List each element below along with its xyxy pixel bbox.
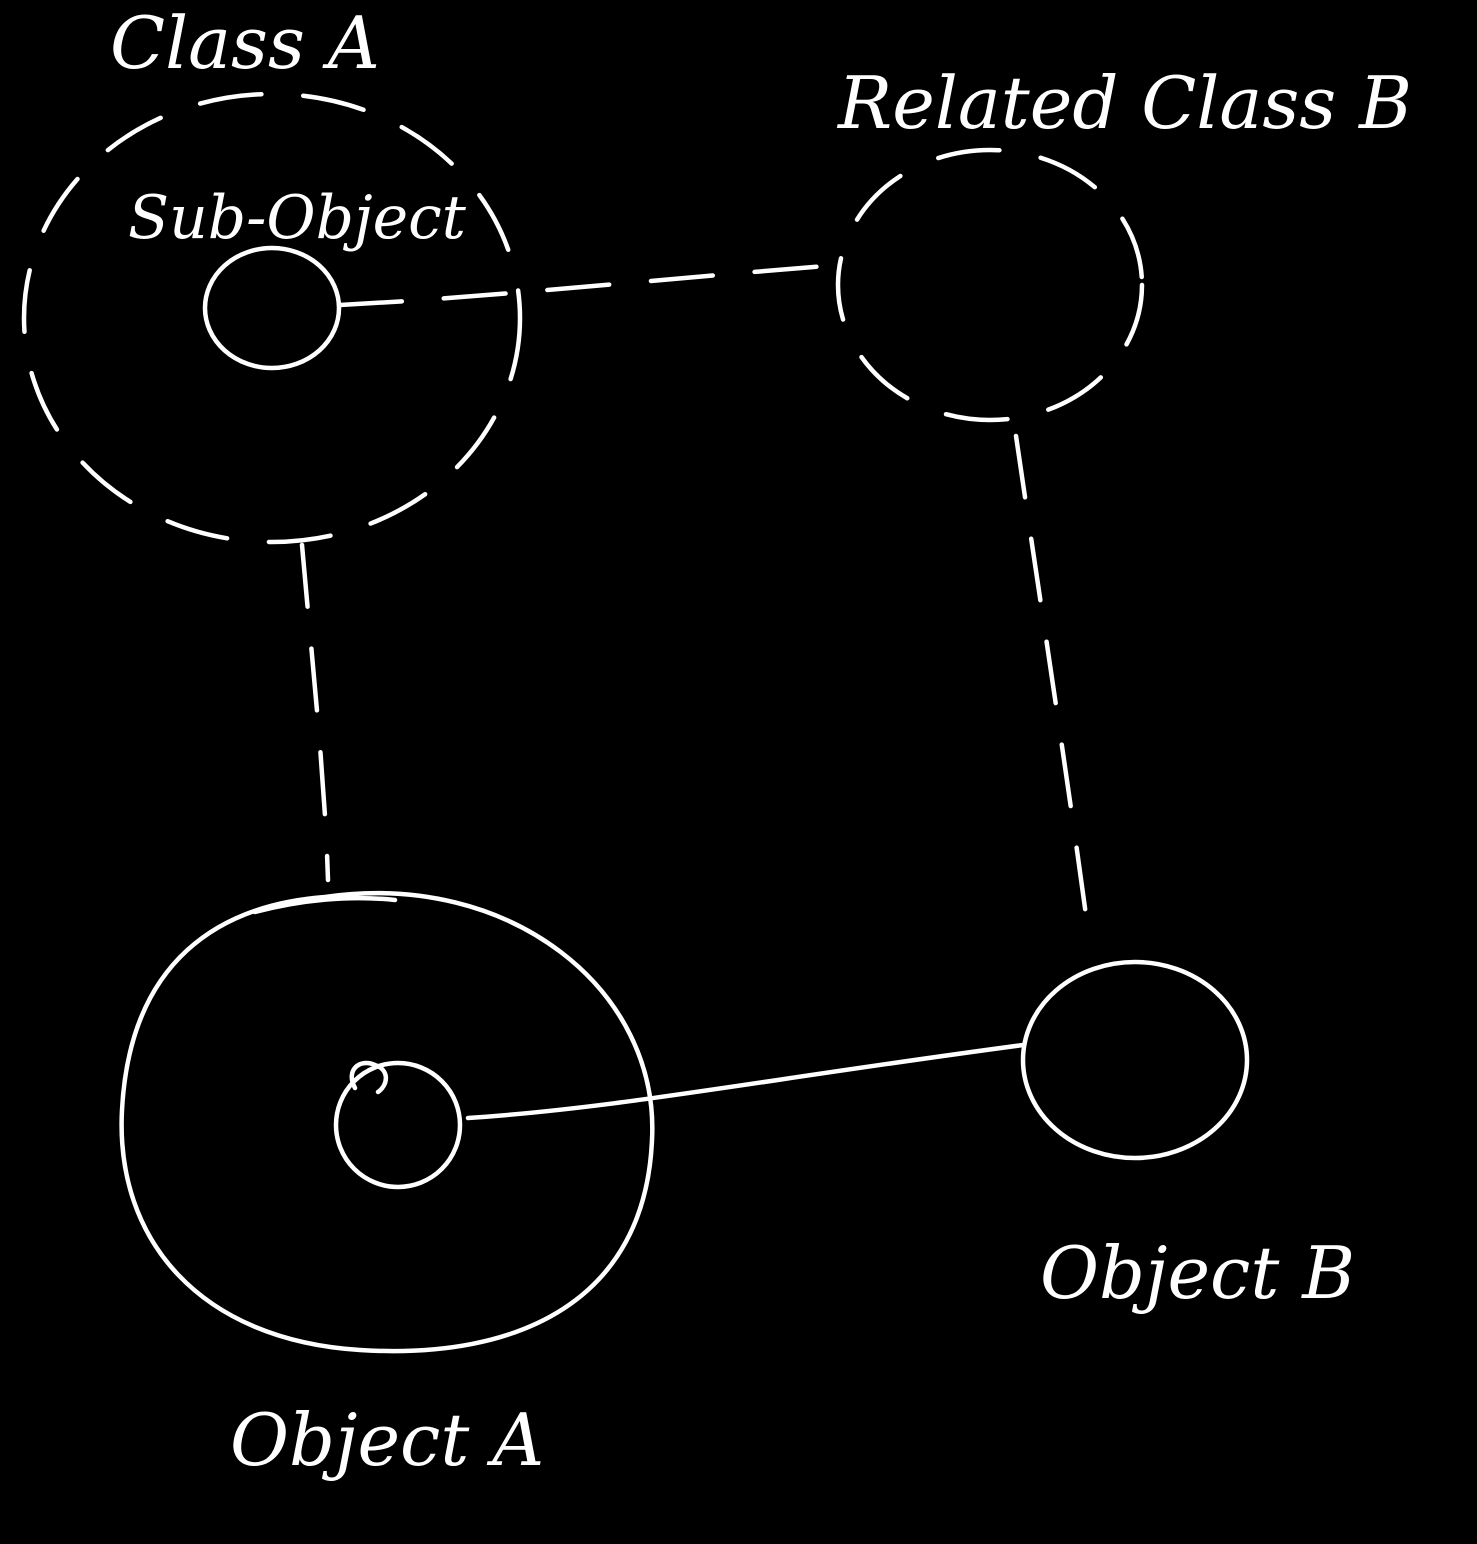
- object-a-node: [119, 890, 655, 1354]
- object-a-label: Object A: [230, 1398, 544, 1482]
- object-a-inner-node: [333, 1060, 463, 1190]
- sub-object-node: [202, 245, 342, 371]
- connector-class-b-to-object-b: [1013, 433, 1093, 948]
- related-class-b-label: Related Class B: [836, 61, 1412, 145]
- object-a-stroke-overlap: [252, 895, 398, 915]
- class-a-boundary: [21, 91, 523, 545]
- connector-class-a-to-object-a: [299, 542, 331, 883]
- related-class-b-boundary: [835, 147, 1145, 423]
- object-b-label: Object B: [1040, 1231, 1355, 1315]
- object-b-node: [1020, 959, 1250, 1161]
- object-a-inner-loop: [349, 1060, 389, 1095]
- sub-object-label: Sub-Object: [128, 183, 467, 253]
- class-a-label: Class A: [110, 1, 380, 85]
- connector-sub-object-to-class-b: [337, 262, 841, 308]
- connector-object-a-to-object-b: [465, 1042, 1026, 1121]
